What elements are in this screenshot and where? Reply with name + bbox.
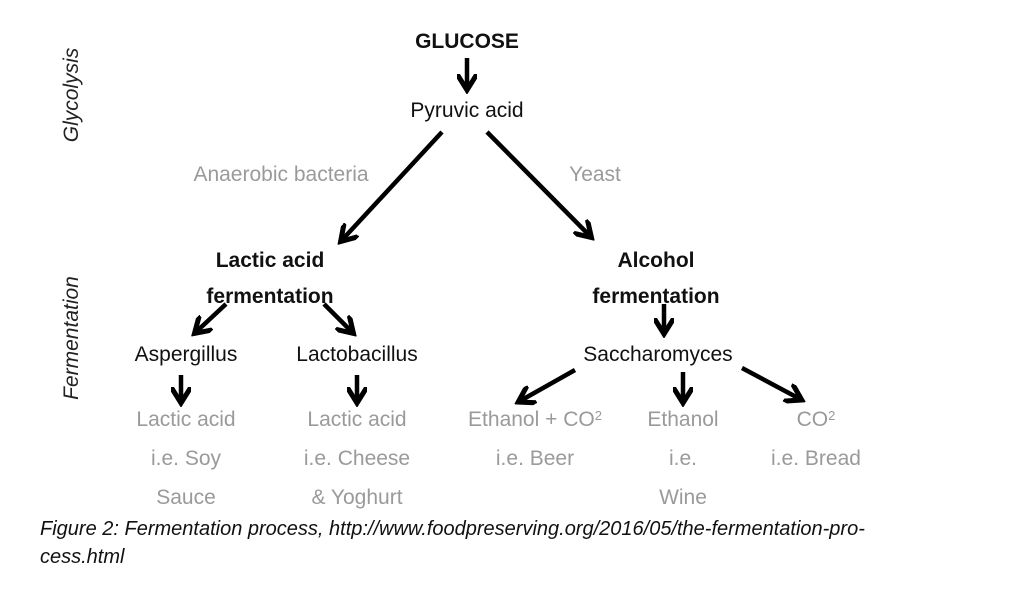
product-cheese-line2: i.e. Cheese: [303, 447, 411, 470]
arrow-pyruvic-to-alcohol: [485, 130, 590, 236]
product-wine-line1: Ethanol: [647, 408, 719, 431]
node-alcohol-line2: fermentation: [592, 285, 720, 308]
product-beer-formula: Ethanol + CO: [468, 408, 595, 431]
node-alcohol-fermentation: Alcohol fermentation: [546, 243, 766, 315]
side-label-fermentation: Fermentation: [60, 276, 83, 400]
arrow-saccharomyces-to-beer: [520, 368, 577, 401]
product-cheese-line3: & Yoghurt: [311, 486, 403, 509]
node-lactic-line2: fermentation: [206, 285, 334, 308]
figure-caption: Figure 2: Fermentation process, http://w…: [40, 515, 990, 571]
product-soy-line1: Lactic acid: [136, 408, 236, 431]
node-pyruvic-acid: Pyruvic acid: [410, 99, 524, 122]
arrow-saccharomyces-to-bread: [740, 366, 800, 399]
product-cheese-line1: Lactic acid: [307, 408, 407, 431]
edge-label-yeast: Yeast: [569, 163, 621, 186]
arrow-pyruvic-to-lactic: [342, 130, 444, 240]
figure-caption-line2: cess.html: [40, 546, 125, 568]
product-soy-line3: Sauce: [156, 486, 216, 509]
product-bread-formula: CO: [796, 408, 829, 431]
figure-caption-line1: Figure 2: Fermentation process, http://w…: [40, 518, 865, 540]
product-bread-line1: CO2: [746, 400, 886, 439]
product-beer-superscript: 2: [594, 408, 602, 423]
edge-label-anaerobic-bacteria: Anaerobic bacteria: [193, 163, 369, 186]
product-beer: Ethanol + CO2 i.e. Beer: [445, 400, 625, 478]
arrow-lactic-to-lactobacillus: [322, 302, 352, 332]
node-saccharomyces: Saccharomyces: [583, 343, 733, 366]
product-beer-line2: i.e. Beer: [495, 447, 575, 470]
side-label-glycolysis: Glycolysis: [60, 47, 83, 143]
node-lactobacillus: Lactobacillus: [296, 343, 418, 366]
node-lactic-line1: Lactic acid: [215, 249, 325, 272]
product-soy-line2: i.e. Soy: [150, 447, 222, 470]
node-alcohol-line1: Alcohol: [617, 249, 695, 272]
product-cheese-yoghurt: Lactic acid i.e. Cheese & Yoghurt: [277, 400, 437, 517]
arrow-lactic-to-aspergillus: [196, 302, 228, 332]
product-soy-sauce: Lactic acid i.e. Soy Sauce: [106, 400, 266, 517]
node-glucose: GLUCOSE: [415, 30, 519, 53]
product-bread-superscript: 2: [828, 408, 836, 423]
product-bread: CO2 i.e. Bread: [746, 400, 886, 478]
product-wine-line3: Wine: [659, 486, 707, 509]
node-lactic-acid-fermentation: Lactic acid fermentation: [160, 243, 380, 315]
node-aspergillus: Aspergillus: [134, 343, 238, 366]
product-wine: Ethanol i.e. Wine: [623, 400, 743, 517]
product-wine-line2: i.e.: [668, 447, 697, 470]
product-beer-line1: Ethanol + CO2: [445, 400, 625, 439]
product-bread-line2: i.e. Bread: [771, 447, 861, 470]
